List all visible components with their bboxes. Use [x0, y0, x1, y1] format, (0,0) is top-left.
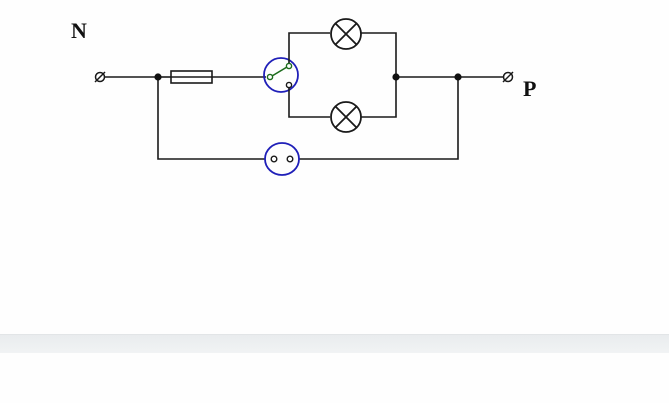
wire-lower-lamp-to-node: [361, 77, 397, 118]
switch-icon: [263, 57, 299, 93]
wire-socket-right: [299, 77, 459, 160]
wire-switch-lower-branch: [288, 88, 330, 118]
wire-switch-upper-branch: [288, 32, 330, 63]
terminal-p-label: P: [523, 76, 536, 101]
terminal-n-icon: [94, 71, 106, 83]
bottom-divider-band: [0, 334, 669, 353]
socket-icon: [264, 142, 300, 176]
terminal-n-label: N: [71, 18, 87, 43]
junction-right: [454, 73, 462, 81]
lamp-icon-lower: [330, 101, 362, 133]
wire-socket-left: [157, 77, 265, 160]
fuse-icon: [170, 70, 213, 84]
junction-middle: [392, 73, 400, 81]
terminal-p-icon: [502, 71, 514, 83]
lamp-icon-upper: [330, 18, 362, 50]
junction-left: [154, 73, 162, 81]
wire-upper-lamp-to-node: [361, 32, 397, 77]
